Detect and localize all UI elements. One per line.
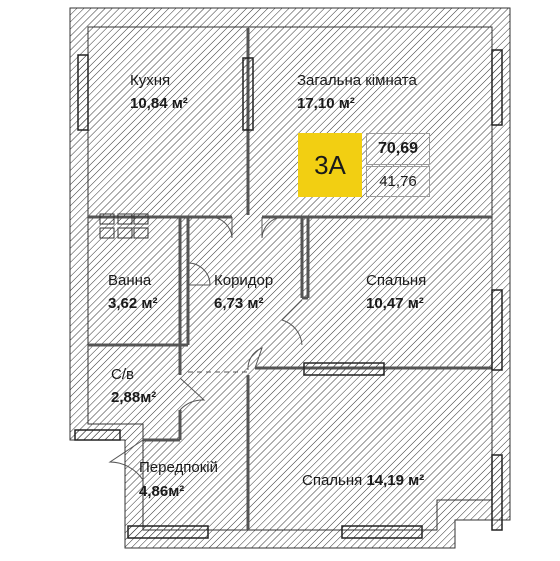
room-area: 10,84 м² (130, 95, 188, 112)
room-area: 3,62 м² (108, 295, 158, 312)
door-swings (108, 216, 303, 481)
room-name: С/в (111, 366, 134, 383)
apartment-badge: 3А 70,69 41,76 (298, 133, 430, 197)
windows (74, 49, 503, 539)
room-bedroom-1: Спальня 10,47 м² (366, 272, 426, 313)
room-wc: С/в 2,88м² (111, 366, 156, 407)
room-area: 6,73 м² (214, 295, 264, 312)
bath-fixtures (99, 213, 149, 239)
room-kitchen: Кухня 10,84 м² (130, 72, 188, 113)
room-living: Загальна кімната 17,10 м² (297, 72, 417, 113)
apartment-type: 3А (298, 133, 362, 197)
room-area: 14,19 м² (366, 472, 425, 489)
room-name: Кухня (130, 72, 171, 89)
room-bath: Ванна 3,62 м² (108, 272, 157, 313)
room-name: Спальня (302, 472, 363, 489)
interior-walls (88, 28, 492, 530)
room-bedroom-2: Спальня 14,19 м² (302, 472, 424, 490)
room-corridor: Коридор 6,73 м² (214, 272, 273, 313)
total-area: 70,69 (366, 133, 430, 165)
room-area: 4,86м² (139, 483, 185, 500)
room-name: Спальня (366, 272, 427, 289)
living-area: 41,76 (366, 166, 430, 197)
room-name: Ванна (108, 272, 152, 289)
room-hall: Передпокій 4,86м² (139, 459, 218, 501)
room-area: 10,47 м² (366, 295, 424, 312)
room-name: Загальна кімната (297, 72, 417, 89)
room-name: Коридор (214, 272, 274, 289)
room-area: 17,10 м² (297, 95, 355, 112)
room-area: 2,88м² (111, 389, 157, 406)
room-name: Передпокій (139, 459, 218, 476)
